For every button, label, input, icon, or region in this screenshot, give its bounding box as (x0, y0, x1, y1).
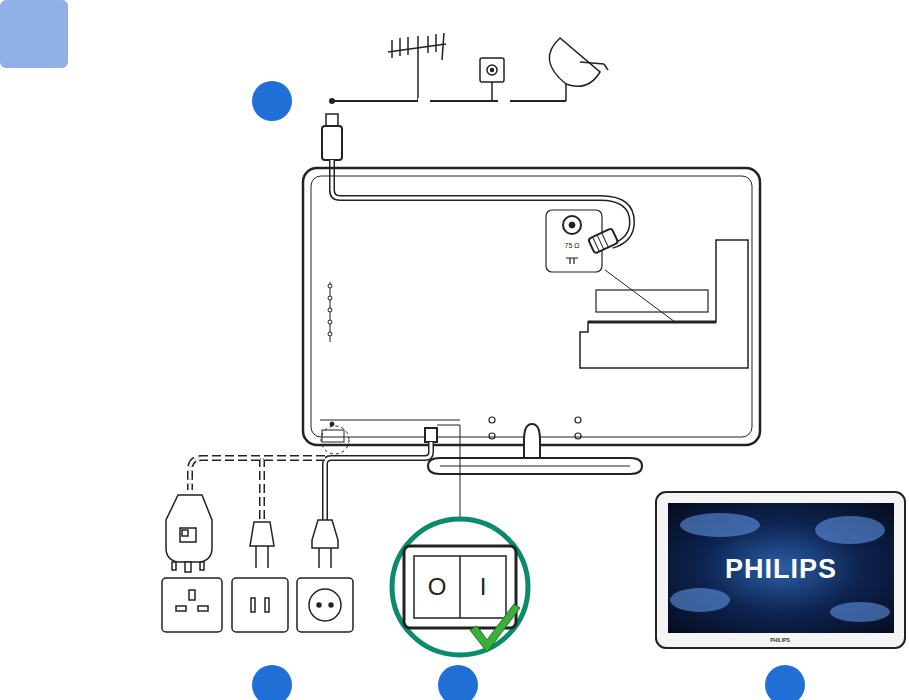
label-text: I (480, 575, 487, 599)
label-text: 75 Ω (565, 242, 580, 249)
zoom-circle (392, 519, 528, 655)
mains-plugs (166, 495, 338, 572)
wall-antenna-socket (480, 58, 504, 101)
tv-front (656, 492, 905, 648)
aerial-antenna (388, 33, 446, 101)
satellite-dish (549, 38, 608, 101)
callout-circle (252, 665, 292, 700)
callout-circle (438, 665, 478, 700)
wall-sockets (162, 578, 353, 632)
callout-circle (765, 665, 805, 700)
tv-back (303, 168, 760, 474)
check-mark (470, 604, 520, 652)
rocker-switch (404, 546, 516, 628)
label-text: PHILIPS (725, 556, 837, 583)
power-cable (190, 442, 431, 522)
callout-circle (252, 81, 292, 121)
step-marker (0, 0, 68, 68)
label-text: PHILIPS (770, 638, 789, 643)
tv-screen: PHILIPS (668, 503, 894, 633)
label-text: O (428, 575, 447, 599)
